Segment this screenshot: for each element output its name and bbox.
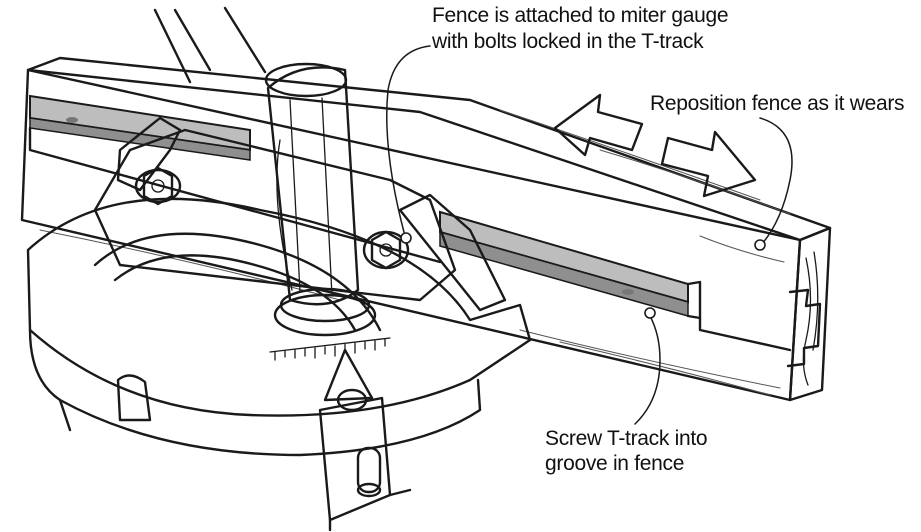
leader-dot-fence	[754, 239, 766, 251]
leader-dot-bolt	[400, 232, 412, 244]
leader-screw	[634, 315, 661, 425]
callout-leaders	[386, 45, 793, 425]
angle-pointer	[318, 348, 412, 532]
right-arrow-icon	[660, 130, 757, 198]
t-track	[28, 94, 792, 352]
bolt-right	[362, 230, 410, 270]
wooden-fence	[20, 56, 832, 402]
miter-slot-lines	[153, 6, 267, 84]
angle-scale	[269, 337, 391, 361]
left-arrow-icon	[553, 93, 644, 157]
callout-labels: Fence is attached to miter gauge with bo…	[431, 4, 905, 475]
callout-reposition: Reposition fence as it wears	[650, 92, 904, 115]
leader-reposition	[759, 117, 793, 245]
miter-gauge-body	[26, 116, 532, 457]
bolt-left	[134, 166, 182, 206]
leader-fence-attached	[386, 45, 431, 237]
callout-fence-attached-line2: with bolts locked in the T-track	[431, 30, 704, 53]
leader-dot-track	[644, 307, 656, 319]
reposition-arrows	[553, 93, 757, 198]
callout-screw-line2: groove in fence	[545, 452, 684, 475]
callout-fence-attached-line1: Fence is attached to miter gauge	[432, 4, 728, 27]
gauge-handle	[264, 62, 377, 337]
callout-screw-line1: Screw T-track into	[545, 427, 707, 450]
